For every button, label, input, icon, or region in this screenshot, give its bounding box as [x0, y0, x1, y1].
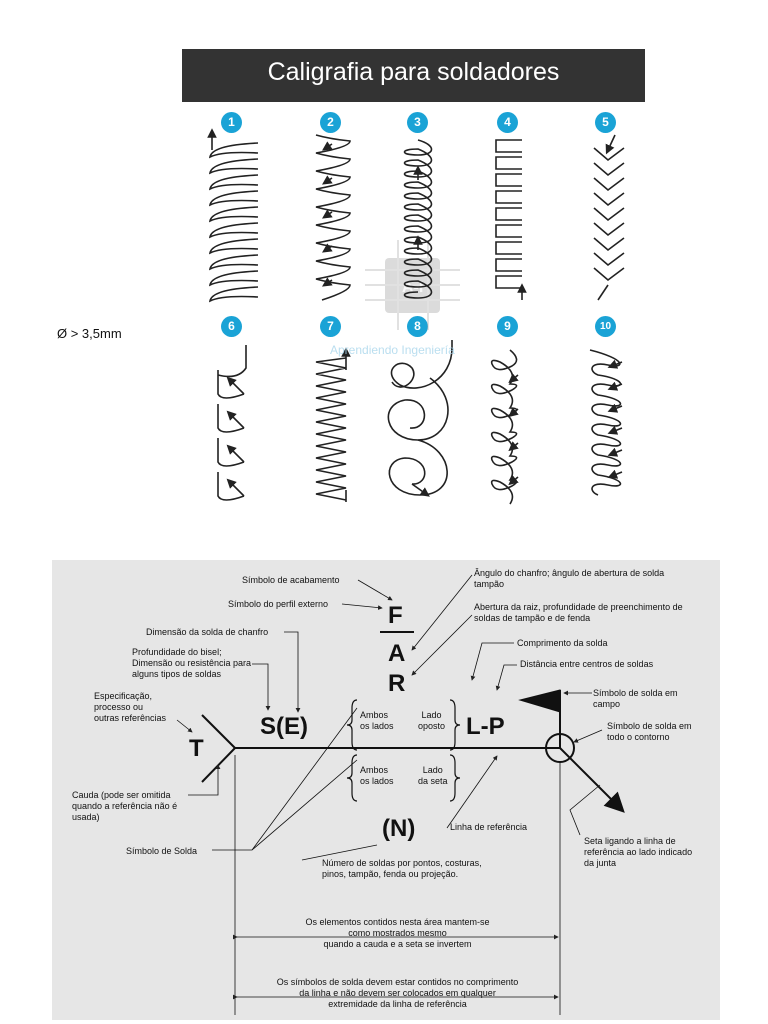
label-bisel: Profundidade do bisel; Dimensão ou resis… — [132, 647, 252, 679]
pattern-number-5: 5 — [595, 112, 616, 133]
side-note: Ø > 3,5mm — [57, 326, 122, 341]
arrow-line — [559, 747, 625, 813]
pattern-4 — [495, 139, 527, 300]
label-area-1: Os elementos contidos nesta área mantem-… — [305, 917, 490, 949]
number-of-welds-N: (N) — [382, 815, 416, 842]
pattern-5 — [593, 134, 625, 301]
pattern-number-9: 9 — [497, 316, 518, 337]
label-contorno: Símbolo de solda em todo o contorno — [607, 721, 692, 742]
label-lado-oposto: Lado oposto — [418, 710, 446, 731]
watermark-logo — [365, 240, 460, 330]
pattern-number-1: 1 — [221, 112, 242, 133]
label-numero: Número de soldas por pontos, costuras, p… — [322, 858, 482, 879]
length-pitch-LP: L-P — [466, 713, 505, 740]
label-acabamento: Símbolo de acabamento — [242, 575, 340, 585]
pattern-number-2: 2 — [320, 112, 341, 133]
label-especificacao: Especificação, processo ou outras referê… — [94, 691, 167, 723]
label-distancia: Distância entre centros de soldas — [520, 659, 654, 669]
pattern-number-8: 8 — [407, 316, 428, 337]
field-weld-flag — [518, 689, 561, 713]
label-simbolo-solda: Símbolo de Solda — [126, 846, 198, 856]
label-seta: Seta ligando a linha de referência ao la… — [584, 836, 693, 868]
label-linha-referencia: Linha de referência — [450, 822, 528, 832]
pattern-number-3: 3 — [407, 112, 428, 133]
pattern-1 — [207, 128, 259, 303]
pattern-6 — [217, 345, 247, 501]
weld-symbol-panel: F A R T S(E) L-P (N) Símbolo de acabamen… — [52, 560, 720, 1020]
label-abertura: Abertura da raiz, profundidade de preenc… — [474, 602, 683, 623]
pattern-number-4: 4 — [497, 112, 518, 133]
pattern-9 — [490, 349, 519, 505]
pattern-8 — [387, 340, 453, 497]
label-ambos-bottom: Ambos os lados — [360, 765, 394, 786]
label-chanfro: Dimensão da solda de chanfro — [146, 627, 269, 637]
label-angulo: Ângulo do chanfro; ângulo de abertura de… — [474, 568, 665, 589]
pattern-2 — [315, 134, 351, 301]
finish-symbol-F: F — [388, 602, 403, 629]
pattern-3 — [403, 139, 433, 299]
pattern-7 — [315, 347, 351, 502]
label-area-2: Os símbolos de solda devem estar contido… — [276, 977, 519, 1009]
tail — [201, 714, 236, 749]
root-opening-R: R — [388, 670, 406, 697]
groove-angle-A: A — [388, 640, 406, 667]
weld-patterns-svg: A-I — [207, 128, 625, 505]
pattern-10 — [589, 349, 623, 496]
label-perfil: Símbolo do perfil externo — [228, 599, 329, 609]
label-comprimento: Comprimento da solda — [517, 638, 608, 648]
pattern-number-10: 10 — [595, 316, 616, 337]
page-title: Caligrafia para soldadores — [267, 58, 560, 86]
pattern-number-7: 7 — [320, 316, 341, 337]
title-bar: Caligrafia para soldadores — [182, 49, 645, 102]
label-cauda: Cauda (pode ser omitida quando a referên… — [72, 790, 178, 822]
label-ambos-top: Ambos os lados — [360, 710, 394, 731]
size-SE: S(E) — [260, 713, 308, 740]
weld-symbol-svg — [176, 574, 625, 1015]
tail-spec-T: T — [189, 735, 204, 762]
label-campo: Símbolo de solda em campo — [593, 688, 678, 709]
watermark-text: Aprendiendo Ingeniería — [330, 343, 455, 357]
label-lado-seta: Lado da seta — [418, 765, 448, 786]
pattern-number-6: 6 — [221, 316, 242, 337]
